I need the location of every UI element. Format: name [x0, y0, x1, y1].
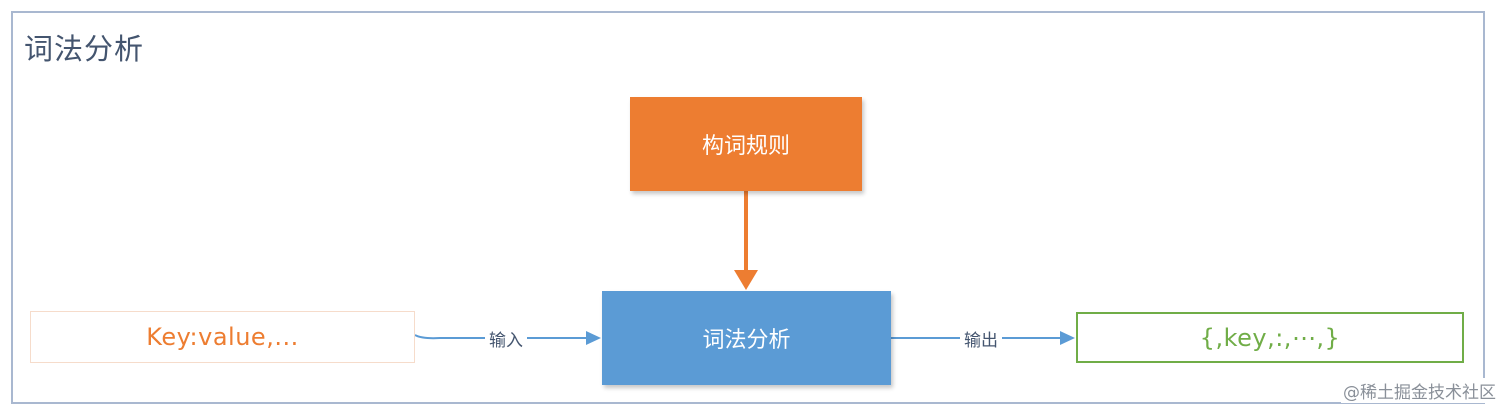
edge-label-input: 输入 [485, 326, 527, 351]
node-word-formation-rules: 构词规则 [630, 97, 862, 191]
edge-rules-to-lexer-head [734, 270, 758, 290]
edge-input-to-lexer-head [586, 331, 601, 345]
edge-lexer-to-output-head [1060, 331, 1075, 345]
diagram-title: 词法分析 [24, 32, 145, 66]
watermark: @稀土掘金技术社区 [1341, 378, 1498, 403]
node-input-text: Key:value,... [30, 311, 415, 363]
edge-label-output: 输出 [960, 326, 1002, 351]
node-lexical-analysis: 词法分析 [602, 291, 891, 385]
node-output-tokens: {,key,:,⋯,} [1076, 312, 1464, 363]
edge-input-to-lexer [414, 334, 588, 340]
